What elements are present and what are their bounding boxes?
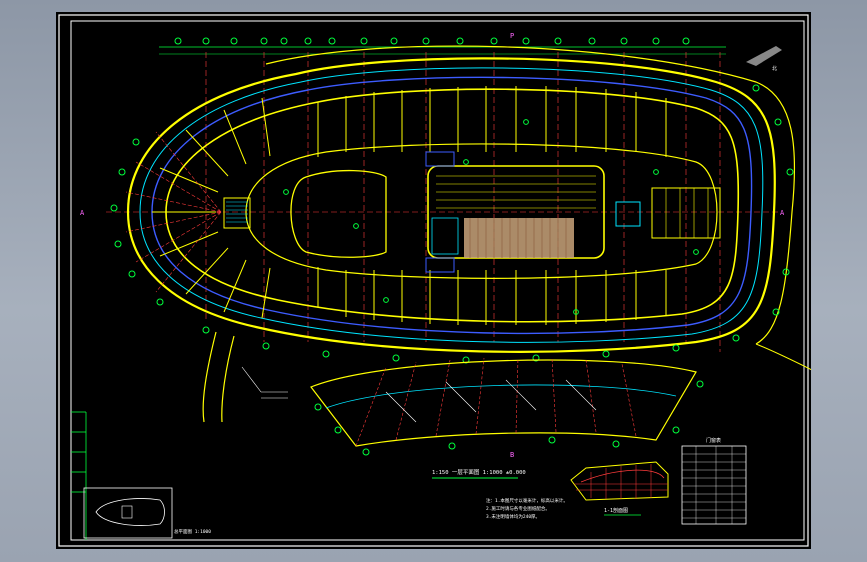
callout-leader [241, 366, 288, 399]
room-partitions [152, 86, 718, 325]
axis-mark-right: A [780, 209, 785, 217]
floor-plan-drawing: P A A B 北 [58, 14, 811, 547]
table-title: 门窗表 [706, 437, 721, 444]
key-plan-caption: 总平面图 1:1000 [174, 528, 211, 535]
auditorium-seating [431, 175, 596, 258]
axis-grid [106, 52, 781, 352]
stair-cores [223, 151, 721, 273]
schedule-table: 门窗表 [681, 437, 747, 525]
left-title-strip [71, 411, 87, 540]
annex-plan [310, 357, 704, 456]
note-3: 3.未注明墙体均为240厚。 [486, 513, 540, 520]
north-label: 北 [772, 65, 777, 72]
note-1: 注：1.本图尺寸以毫米计，标高以米计。 [486, 497, 568, 504]
axis-markers: P A A B [80, 32, 785, 459]
axis-mark-bottom: B [510, 451, 514, 459]
section-caption: 1-1剖面图 [604, 507, 628, 514]
axis-mark-top: P [510, 32, 514, 40]
drawing-notes: 注：1.本图尺寸以毫米计，标高以米计。 2.施工时请与各专业图纸配合。 3.未注… [486, 497, 568, 520]
inner-frame [70, 20, 805, 541]
key-plan: 总平面图 1:1000 [83, 487, 211, 539]
outer-frame [58, 14, 809, 547]
fan-axis-lines [125, 131, 222, 293]
plan-caption-group: 1:150 一层平面图 1:1000 ±0.000 [432, 468, 526, 479]
section-drawing: 1-1剖面图 [570, 461, 669, 516]
north-arrow: 北 [746, 46, 782, 72]
axis-mark-left: A [80, 209, 85, 217]
axis-bubbles [110, 84, 794, 364]
note-2: 2.施工时请与各专业图纸配合。 [486, 505, 550, 512]
drawing-sheet: P A A B 北 [56, 12, 811, 549]
plan-caption: 1:150 一层平面图 1:1000 ±0.000 [432, 468, 526, 476]
top-dimension-chain [159, 37, 726, 55]
